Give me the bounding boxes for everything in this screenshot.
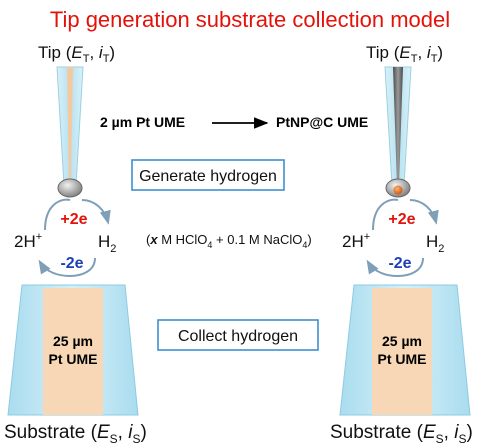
right-substrate-size: 25 µm bbox=[382, 333, 422, 349]
left-redox-cycle: +2e 2H+ H2 -2e bbox=[14, 198, 116, 278]
pt-nanoparticle bbox=[393, 185, 403, 195]
right-tip-label: Tip (ET, iT) bbox=[366, 43, 443, 65]
right-redox-cycle: +2e 2H+ H2 -2e bbox=[342, 198, 444, 278]
right-substrate-electrode bbox=[339, 284, 471, 416]
right-electrode-label: PtNP@C UME bbox=[276, 114, 368, 130]
generate-hydrogen-text: Generate hydrogen bbox=[139, 168, 277, 185]
right-plus-2e: +2e bbox=[388, 211, 415, 228]
left-tip-electrode bbox=[56, 66, 84, 198]
left-minus-2e: -2e bbox=[60, 255, 83, 272]
left-h2-label: H2 bbox=[98, 232, 116, 255]
right-h2-label: H2 bbox=[426, 232, 444, 255]
electrolyte-label: (x M HClO4 + 0.1 M NaClO4) bbox=[146, 232, 312, 250]
left-substrate-label: Substrate (ES, iS) bbox=[4, 422, 147, 445]
left-tip-ball bbox=[57, 178, 83, 198]
right-tip-electrode bbox=[384, 66, 412, 198]
left-substrate-pt-wire bbox=[43, 288, 103, 415]
left-electrode-label: 2 µm Pt UME bbox=[100, 114, 185, 130]
left-proton-label: 2H+ bbox=[14, 231, 42, 251]
left-substrate-size: 25 µm bbox=[53, 333, 93, 349]
right-proton-label: 2H+ bbox=[342, 231, 370, 251]
left-substrate-electrode bbox=[7, 284, 139, 416]
generate-hydrogen-box bbox=[131, 159, 285, 191]
collect-hydrogen-box bbox=[157, 319, 319, 351]
right-minus-2e: -2e bbox=[388, 255, 411, 272]
right-substrate-material: Pt UME bbox=[378, 351, 427, 367]
left-substrate-material: Pt UME bbox=[49, 351, 98, 367]
diagram-title: Tip generation substrate collection mode… bbox=[50, 7, 450, 32]
collect-hydrogen-text: Collect hydrogen bbox=[178, 328, 298, 345]
left-plus-2e: +2e bbox=[60, 211, 87, 228]
right-substrate-pt-wire bbox=[372, 288, 432, 415]
left-tip-label: Tip (ET, iT) bbox=[38, 43, 115, 65]
right-substrate-label: Substrate (ES, iS) bbox=[330, 422, 473, 445]
